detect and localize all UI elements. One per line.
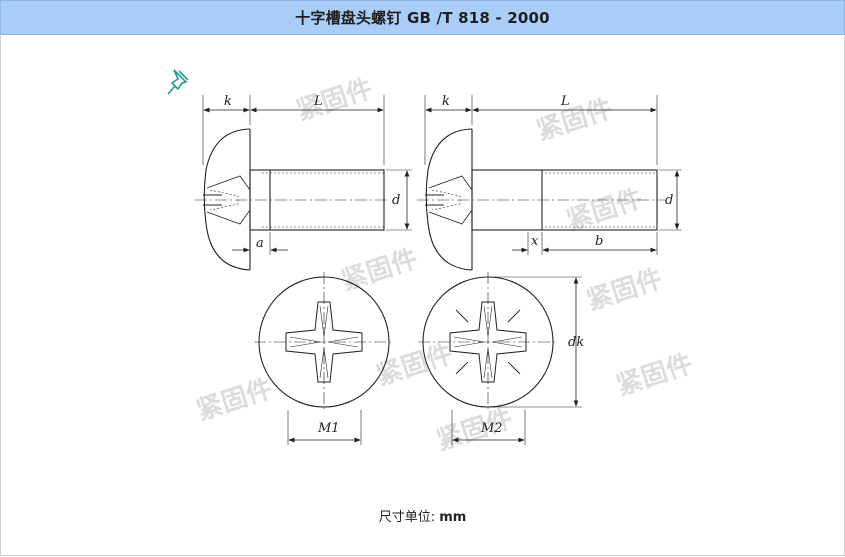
unit-label: 尺寸单位: bbox=[378, 510, 440, 525]
watermark: 紧固件 bbox=[193, 374, 276, 427]
label-d-right: d bbox=[665, 193, 673, 208]
dimension-labels: k L d a k L d x b dk M1 M2 bbox=[224, 94, 673, 436]
unit-value: mm bbox=[439, 510, 467, 525]
label-b: b bbox=[595, 234, 603, 249]
screw-views bbox=[195, 95, 682, 445]
label-L-right: L bbox=[560, 94, 570, 109]
watermark: 紧固件 bbox=[293, 74, 376, 127]
watermark-group: 紧固件 紧固件 紧固件 紧固件 紧固件 紧固件 紧固件 紧固件 紧固件 bbox=[193, 74, 696, 457]
label-M1: M1 bbox=[317, 421, 340, 436]
watermark: 紧固件 bbox=[533, 94, 616, 147]
watermark: 紧固件 bbox=[583, 264, 666, 317]
label-a: a bbox=[256, 236, 264, 251]
watermark: 紧固件 bbox=[338, 244, 421, 297]
side-view-right bbox=[417, 95, 682, 271]
end-view-m2 bbox=[418, 272, 582, 445]
end-view-m1 bbox=[254, 272, 394, 445]
label-k-right: k bbox=[442, 94, 450, 109]
unit-note: 尺寸单位: mm bbox=[0, 506, 845, 525]
label-M2: M2 bbox=[480, 421, 503, 436]
page-title: 十字槽盘头螺钉 GB /T 818 - 2000 bbox=[295, 9, 550, 27]
title-bar: 十字槽盘头螺钉 GB /T 818 - 2000 bbox=[0, 0, 845, 35]
watermark: 紧固件 bbox=[563, 184, 646, 237]
watermark: 紧固件 bbox=[613, 349, 696, 402]
label-dk: dk bbox=[568, 335, 584, 350]
label-L-left: L bbox=[313, 94, 323, 109]
label-k-left: k bbox=[224, 94, 232, 109]
side-view-left bbox=[195, 95, 412, 271]
watermark: 紧固件 bbox=[373, 339, 456, 392]
pushpin-icon[interactable] bbox=[167, 69, 189, 95]
label-d-left: d bbox=[392, 193, 400, 208]
label-x: x bbox=[531, 234, 539, 249]
watermark: 紧固件 bbox=[433, 404, 516, 457]
